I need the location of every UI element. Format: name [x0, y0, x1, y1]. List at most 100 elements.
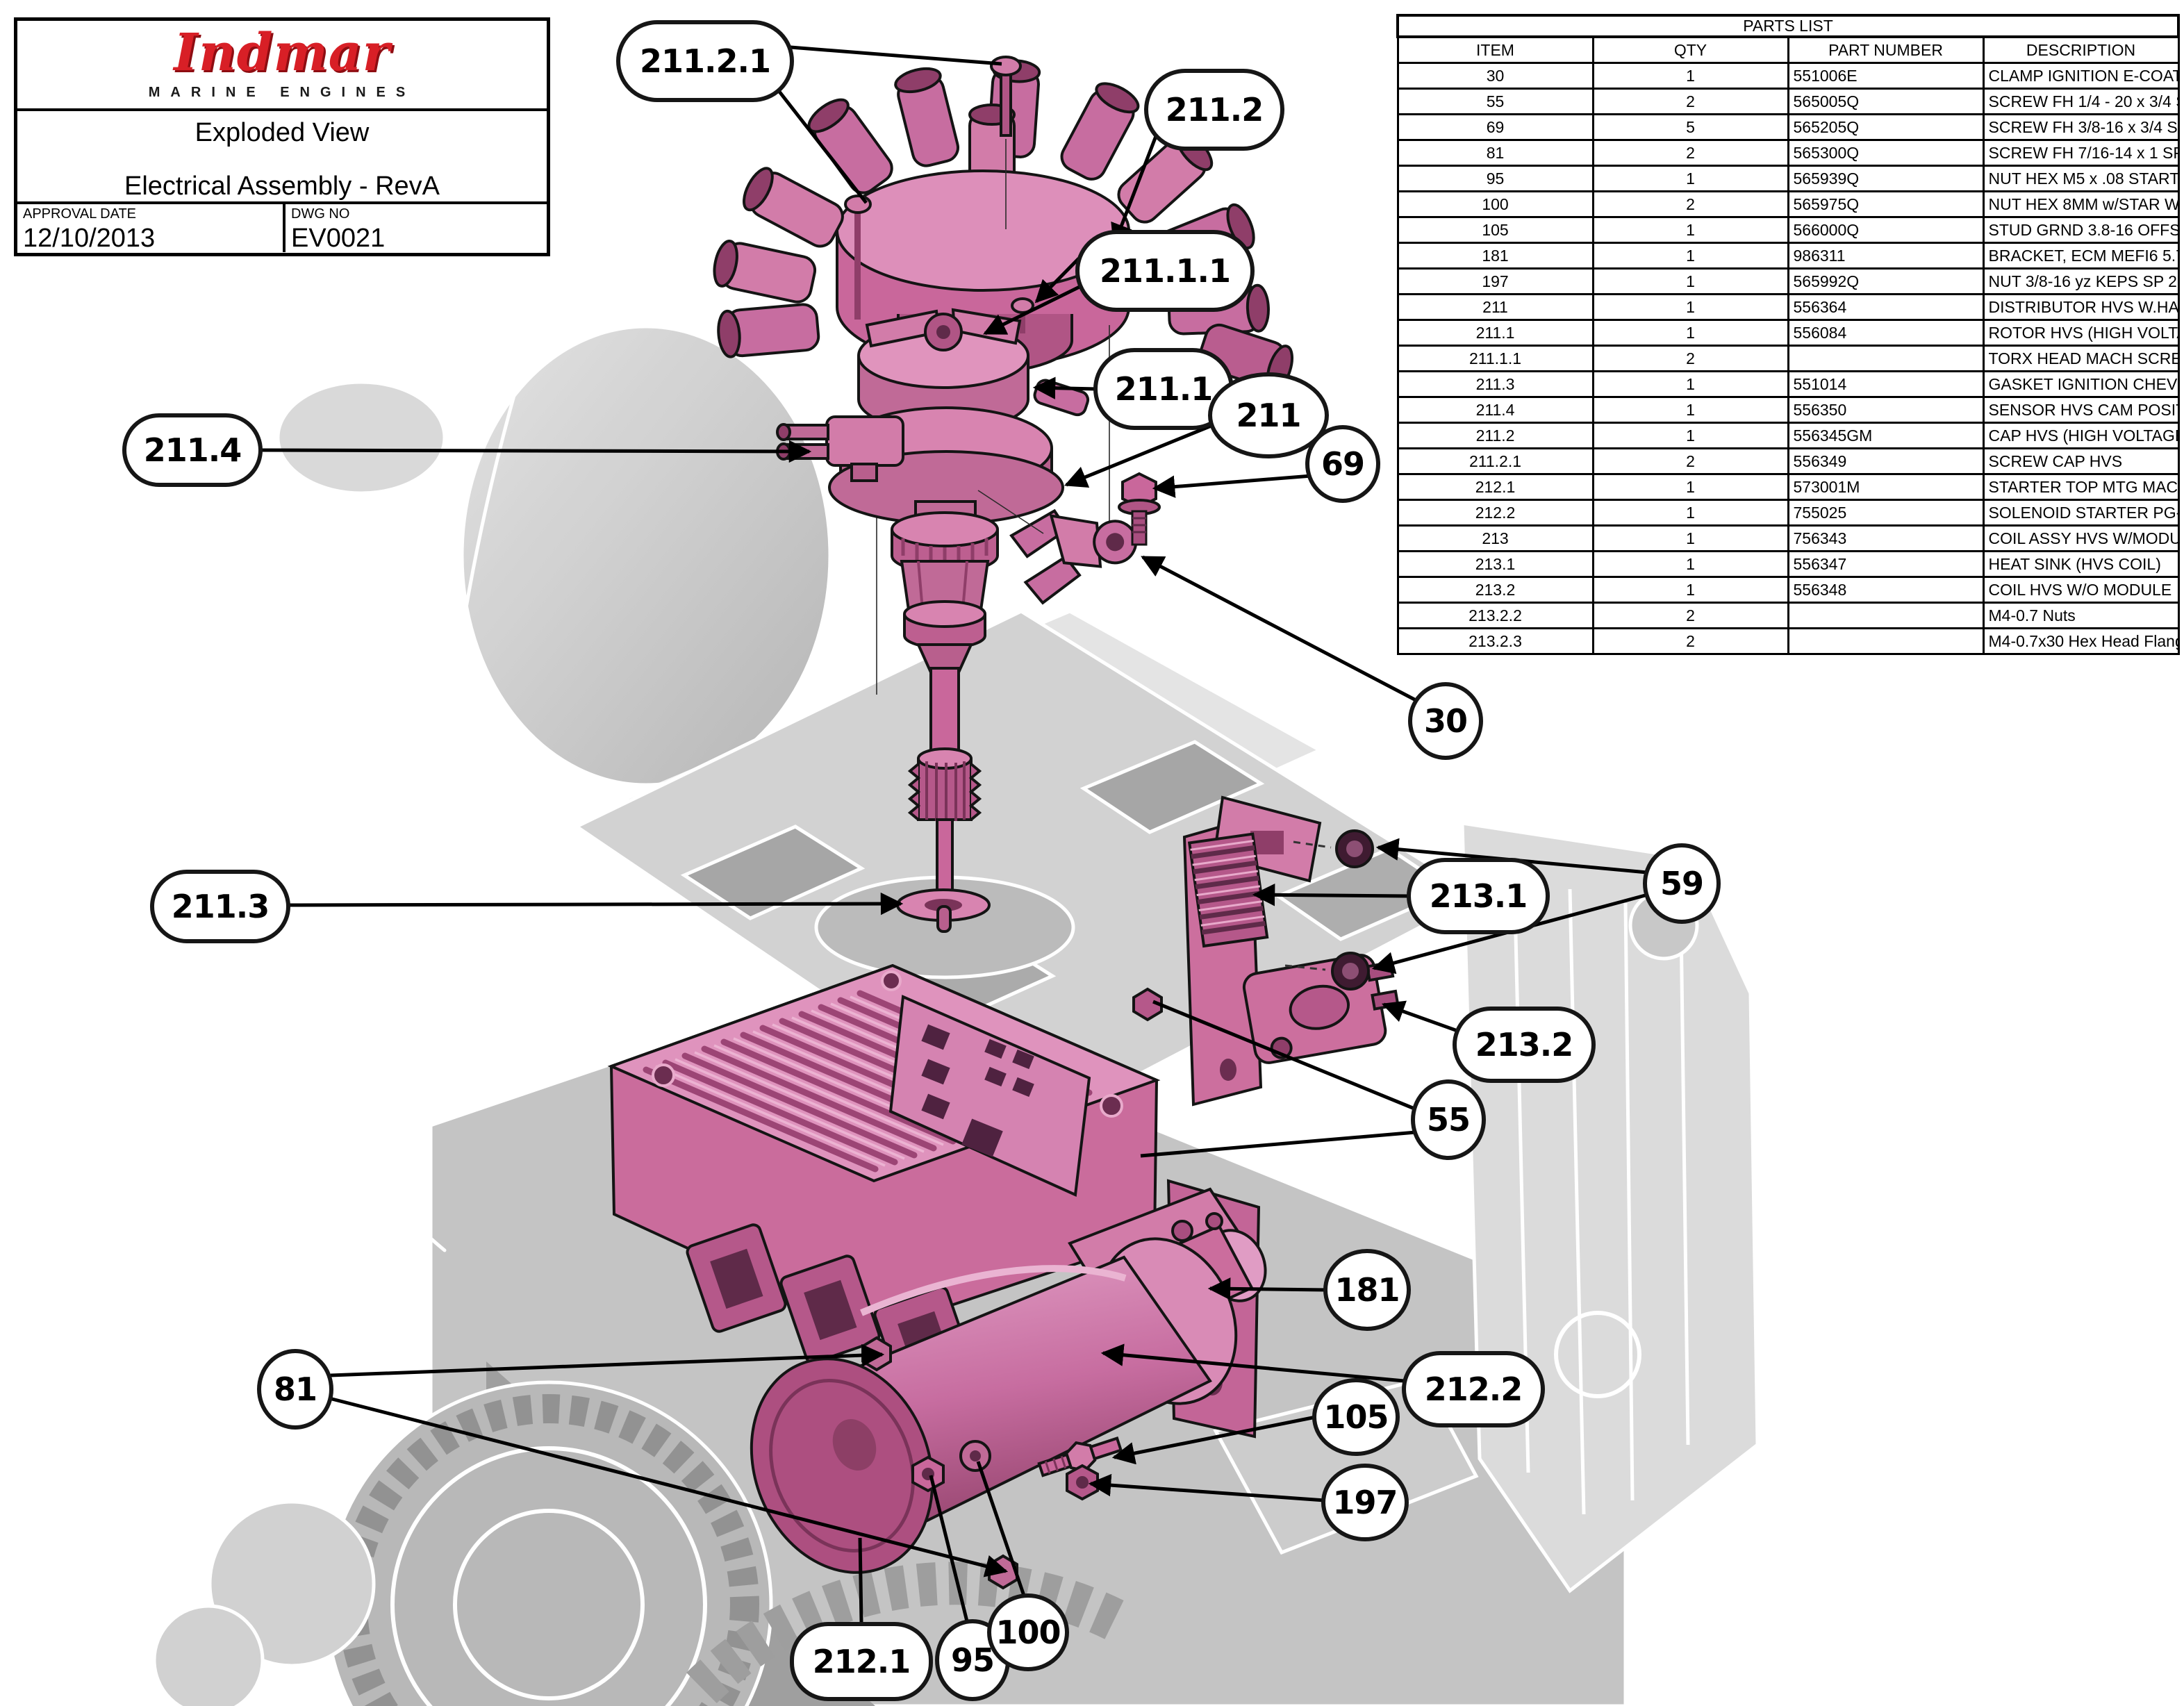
cell-part-number: 565939Q [1787, 165, 1985, 192]
parts-list-row: 211.3 1 551014 GASKET IGNITION CHEV [1396, 370, 2180, 398]
cell-item: 105 [1396, 216, 1594, 244]
cell-qty: 2 [1591, 345, 1789, 372]
svg-text:211.2: 211.2 [1166, 91, 1264, 129]
callout-69[interactable]: 69 [1305, 425, 1380, 503]
callout-213-2[interactable]: 213.2 [1453, 1007, 1596, 1083]
callout-30[interactable]: 30 [1408, 682, 1483, 760]
cell-description: NUT HEX 8MM w/STAR WASHER [1982, 190, 2180, 218]
callout-211-2-1[interactable]: 211.2.1 [616, 20, 794, 102]
callout-181[interactable]: 181 [1323, 1249, 1411, 1331]
tube-highlight [324, 297, 488, 779]
cell-description: SCREW FH 1/4 - 20 x 3/4 SPEC [1982, 88, 2180, 115]
callout-211-1[interactable]: 211.1 [1093, 348, 1234, 430]
cell-description: COIL ASSY HVS W/MODULE [1982, 524, 2180, 552]
parts-list-row: 211.2.1 2 556349 SCREW CAP HVS [1396, 447, 2180, 475]
manifold-boss [276, 380, 447, 495]
svg-text:181: 181 [1334, 1271, 1399, 1309]
ring-gear-teeth [686, 1562, 1136, 1704]
cell-item: 211 [1396, 293, 1594, 321]
svg-text:211.1.1: 211.1.1 [1100, 252, 1230, 290]
parts-list-row: 211.1.1 2 TORX HEAD MACH SCREW 6-40 x 1/… [1396, 345, 2180, 372]
callout-211-4[interactable]: 211.4 [122, 413, 263, 487]
cell-description: HEAT SINK (HVS COIL) [1982, 550, 2180, 578]
cell-description: SOLENOID STARTER PG-260 4-POLE [1982, 499, 2180, 527]
slab-slot [1079, 740, 1265, 834]
assembly-title: Electrical Assembly - RevA [124, 172, 440, 201]
cell-item: 213.2.3 [1396, 627, 1594, 655]
cell-description: SCREW FH 3/8-16 x 3/4 SPEC 25 [1982, 113, 2180, 141]
cell-item: 211.1 [1396, 319, 1594, 347]
cell-item: 213.2 [1396, 576, 1594, 604]
cell-description: NUT HEX M5 x .08 STARTER SP 25 [1982, 165, 2180, 192]
ignition-clamp [1009, 508, 1138, 605]
cell-part-number: 556364 [1787, 293, 1985, 321]
cell-part-number: 556350 [1787, 396, 1985, 424]
cell-description: COIL HVS W/O MODULE [1982, 576, 2180, 604]
svg-text:211: 211 [1236, 397, 1300, 434]
callout-212-1[interactable]: 212.1 [790, 1622, 933, 1701]
dwg-no-label: DWG NO [291, 206, 350, 222]
svg-text:211.2.1: 211.2.1 [640, 42, 770, 80]
cell-part-number: 565975Q [1787, 190, 1985, 218]
callout-212-2[interactable]: 212.2 [1402, 1351, 1545, 1427]
svg-text:212.2: 212.2 [1425, 1370, 1523, 1408]
cell-qty: 1 [1591, 576, 1789, 604]
cell-description: M4-0.7x30 Hex Head Flanged Screw [1982, 627, 2180, 655]
svg-text:211.4: 211.4 [144, 431, 242, 469]
cell-part-number: 986311 [1787, 242, 1985, 270]
cell-part-number: 756343 [1787, 524, 1985, 552]
cell-qty: 2 [1591, 88, 1789, 115]
cell-part-number: 573001M [1787, 473, 1985, 501]
torx-screw-1 [1011, 297, 1034, 333]
parts-list-row: 211 1 556364 DISTRIBUTOR HVS W.HARDENED … [1396, 293, 2180, 321]
callout-211-3[interactable]: 211.3 [150, 870, 290, 943]
cell-part-number: 556345GM [1787, 422, 1985, 449]
parts-list-row: 213.1 1 556347 HEAT SINK (HVS COIL) [1396, 550, 2180, 578]
cell-part-number: 556084 [1787, 319, 1985, 347]
cell-description: SENSOR HVS CAM POSITION [1982, 396, 2180, 424]
cell-qty: 1 [1591, 216, 1789, 244]
pulley-small [152, 1604, 265, 1706]
cell-qty: 1 [1591, 396, 1789, 424]
parts-list: PARTS LIST ITEM QTY PART NUMBER DESCRIPT… [1396, 14, 2180, 655]
callout-211-1-1[interactable]: 211.1.1 [1075, 230, 1255, 312]
flywheel-hub [453, 1509, 645, 1700]
electrical-parts [155, 56, 1400, 1590]
cell-qty: 1 [1591, 422, 1789, 449]
view-title: Exploded View [195, 118, 370, 147]
callout-211-2[interactable]: 211.2 [1144, 69, 1284, 151]
cell-qty: 2 [1591, 447, 1789, 475]
distributor-shaft [891, 511, 999, 933]
callout-59[interactable]: 59 [1643, 843, 1721, 924]
callout-197[interactable]: 197 [1321, 1464, 1409, 1541]
parts-list-title: PARTS LIST [1396, 14, 2180, 38]
cell-qty: 5 [1591, 113, 1789, 141]
parts-list-row: 181 1 986311 BRACKET, ECM MEFI6 5.7L (24… [1396, 242, 2180, 270]
starter-hex-nut [911, 1455, 945, 1493]
svg-text:95: 95 [951, 1641, 994, 1679]
cell-item: 100 [1396, 190, 1594, 218]
cell-item: 181 [1396, 242, 1594, 270]
parts-list-row: 213.2.2 2 M4-0.7 Nuts [1396, 602, 2180, 629]
cell-description: STUD GRND 3.8-16 OFFSET [1982, 216, 2180, 244]
callout-100[interactable]: 100 [987, 1593, 1069, 1671]
cell-item: 81 [1396, 139, 1594, 167]
cell-part-number: 566000Q [1787, 216, 1985, 244]
cell-qty: 1 [1591, 499, 1789, 527]
cell-part-number: 551014 [1787, 370, 1985, 398]
callout-211[interactable]: 211 [1208, 372, 1329, 458]
flywheel-ring [390, 1446, 707, 1706]
cell-description: CLAMP IGNITION E-COATED [1982, 62, 2180, 90]
callout-105[interactable]: 105 [1312, 1378, 1400, 1456]
callout-81[interactable]: 81 [257, 1349, 333, 1430]
parts-list-row: 69 5 565205Q SCREW FH 3/8-16 x 3/4 SPEC … [1396, 113, 2180, 141]
cell-item: 212.1 [1396, 473, 1594, 501]
cell-description: NUT 3/8-16 yz KEPS SP 25 [1982, 267, 2180, 295]
callout-55[interactable]: 55 [1411, 1079, 1486, 1160]
approval-date-value: 12/10/2013 [23, 224, 156, 253]
callout-213-1[interactable]: 213.1 [1407, 858, 1550, 934]
cell-part-number [1787, 345, 1985, 372]
block-ribs [1512, 875, 1690, 1515]
parts-list-row: 211.1 1 556084 ROTOR HVS (HIGH VOLTAGE S… [1396, 319, 2180, 347]
coil-screw-1 [1132, 987, 1163, 1022]
